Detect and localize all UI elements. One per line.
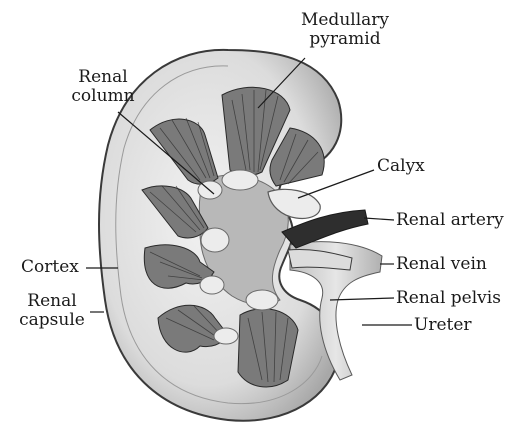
label-ureter: Ureter [414, 316, 472, 335]
label-medullary-pyramid-line2: pyramid [309, 29, 380, 49]
label-renal-capsule-line1: Renal [27, 291, 76, 311]
label-renal-pelvis: Renal pelvis [396, 289, 501, 308]
label-renal-vein: Renal vein [396, 255, 487, 274]
label-calyx: Calyx [377, 157, 425, 176]
label-renal-artery: Renal artery [396, 211, 504, 230]
label-medullary-pyramid: Medullary pyramid [290, 11, 400, 49]
leader-renal-pelvis [330, 298, 394, 300]
label-renal-column-line1: Renal [78, 67, 127, 87]
pyramid-lower-center [238, 309, 298, 387]
leader-renal-artery [364, 218, 394, 220]
label-renal-column: Renal column [58, 68, 148, 106]
label-cortex: Cortex [21, 258, 79, 277]
label-renal-column-line2: column [71, 86, 134, 106]
label-renal-capsule: Renal capsule [14, 292, 90, 330]
label-renal-capsule-line2: capsule [19, 310, 85, 330]
label-medullary-pyramid-line1: Medullary [301, 10, 389, 30]
